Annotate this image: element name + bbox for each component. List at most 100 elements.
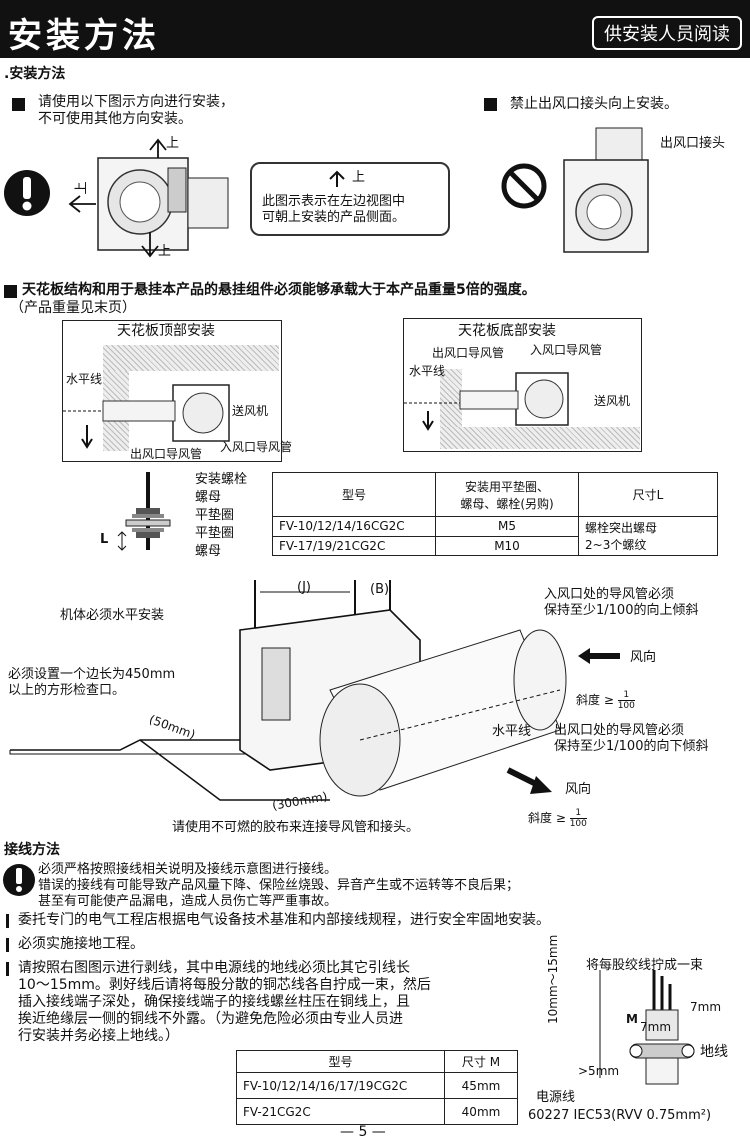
spec-row1-model: FV-10/12/14/16CG2C (272, 516, 436, 537)
wall (440, 369, 462, 427)
slope-fraction: 1 100 (569, 808, 587, 829)
wiring-item3-line: 请按照右图图示进行剥线，其中电源线的地线必须比其它引线长 (18, 960, 410, 976)
dim-7mm-right: 7mm (690, 1000, 722, 1014)
wiring-warning: 必须严格按照接线相关说明及接线示意图进行接线。 错误的接线有可能导致产品风量下降… (38, 862, 519, 910)
ground-label: 地线 (700, 1044, 728, 1060)
dim-m: M (626, 1012, 638, 1026)
twist-note: 将每股绞线拧成一束 (586, 958, 704, 973)
ceiling-top-outlet-duct: 出风口导风管 (130, 447, 203, 461)
side-note-line2: 可朝上安装的产品侧面。 (262, 210, 406, 225)
slope-label: 斜度 ≥ (576, 693, 614, 707)
bolt-label-nut-top: 螺母 (195, 490, 222, 505)
ceiling-bottom-fan: 送风机 (594, 394, 631, 408)
item-marker (6, 914, 9, 928)
slope-denominator: 100 (617, 701, 635, 711)
orientation-diagram (68, 138, 229, 258)
power-label: 电源线 (536, 1090, 576, 1105)
orientation-note: 请使用以下图示方向进行安装， 不可使用其他方向安装。 (38, 94, 234, 128)
spec-row1-hardware: M5 (435, 516, 579, 537)
dim-gt5mm: >5mm (578, 1064, 620, 1078)
slope-denominator: 100 (569, 819, 587, 829)
item-marker (6, 938, 9, 952)
up-label-top: 上 (166, 136, 180, 151)
slope-label: 斜度 ≥ (528, 811, 566, 825)
ceiling-top-inlet-duct: 入风口导风管 (220, 440, 293, 454)
wire-header-size: 尺寸 M (444, 1050, 518, 1073)
slope-outlet: 斜度 ≥ 1 100 (528, 808, 587, 829)
page-title: 安装方法 (8, 16, 160, 56)
bolt-diagram (117, 472, 171, 551)
prohibited-orientation-diagram (501, 127, 649, 253)
outlet-joint-label: 出风口接头 (660, 136, 726, 151)
bullet-icon (12, 98, 25, 111)
wire-size-table: 型号 尺寸 M FV-10/12/14/16/17/19CG2C 45mm FV… (236, 1050, 518, 1125)
outlet-slope-note-line2: 保持至少1/100的向下倾斜 (554, 739, 709, 754)
up-label-bottom: 上 (158, 244, 172, 259)
page-header: 安装方法 供安装人员阅读 (0, 0, 750, 58)
dim-b: (B) (370, 582, 390, 597)
warning-exclamation-icon (3, 864, 35, 896)
wiring-warning-line1: 必须严格按照接线相关说明及接线示意图进行接线。 (38, 862, 338, 877)
spec-row2-hardware: M10 (435, 535, 579, 556)
wiring-warning-line2: 错误的接线有可能导致产品风量下降、保险丝烧毁、异音产生或不运转等不良后果； (38, 878, 520, 893)
ceiling-top-fan: 送风机 (232, 404, 269, 418)
wiring-warning-line3: 甚至有可能使产品漏电，造成人员伤亡等严重事故。 (38, 894, 338, 909)
install-heading: .安装方法 (4, 66, 66, 82)
dim-j: (J) (297, 580, 311, 595)
ceiling-bottom-drawing (404, 372, 569, 431)
level-note: 机体必须水平安装 (60, 608, 165, 623)
wiring-item3-line: 挨近绝缘层一侧的铜线不外露。（为避免危险必须由专业人员进 (18, 1011, 403, 1027)
inspect-note-line2: 以上的方形检查口。 (8, 683, 126, 698)
wiring-item3: 请按照右图图示进行剥线，其中电源线的地线必须比其它引线长 10～15mm。剥好线… (18, 960, 538, 1045)
tape-note: 请使用不可燃的胶布来连接导风管和接头。 (172, 820, 420, 835)
bolt-label-washer-bottom: 平垫圈 (195, 526, 235, 541)
spec-header-hardware: 安装用平垫圈、 螺母、螺栓(另购) (435, 472, 579, 517)
wind-direction-outlet: 风向 (565, 782, 592, 797)
ceiling-bottom-title: 天花板底部安装 (458, 323, 556, 339)
ceiling-bottom-panel: 天花板底部安装 (403, 318, 642, 452)
up-label-left: 上 (74, 181, 90, 195)
slope-fraction: 1 100 (617, 690, 635, 711)
slope-numerator: 1 (569, 808, 587, 819)
wiring-item3-line: 插入接线端子深处，确保接线端子的接线螺丝柱压在铜线上，且 (18, 994, 410, 1010)
dim-7mm-left: 7mm (640, 1020, 672, 1034)
inspect-note-line1: 必须设置一个边长为450mm (8, 667, 176, 682)
wiring-heading: 接线方法 (4, 842, 60, 858)
spec-size-note-line1: 螺栓突出螺母 (585, 521, 658, 535)
wire-row2-model: FV-21CG2C (236, 1098, 445, 1125)
inlet-slope-note-line1: 入风口处的导风管必须 (544, 587, 675, 602)
wire-row2-size: 40mm (444, 1098, 518, 1125)
item-marker (6, 962, 9, 976)
bolt-spec-table: 型号 安装用平垫圈、 螺母、螺栓(另购) 尺寸L FV-10/12/14/16C… (272, 472, 718, 556)
side-note-up: 上 (352, 170, 366, 185)
wiring-item3-line: 10～15mm。剥好线后请将每股分散的铜芯线各自拧成一束，然后 (18, 977, 431, 993)
side-note-box: 上 此图示表示在左边视图中 可朝上安装的产品侧面。 (250, 162, 450, 236)
slope-numerator: 1 (617, 690, 635, 701)
weight-ref-note: （产品重量见末页） (10, 300, 136, 316)
side-note-line1: 此图示表示在左边视图中 (262, 194, 406, 209)
bullet-icon (484, 98, 497, 111)
ceiling-bottom-outlet-duct: 出风口导风管 (432, 346, 505, 360)
ceiling-top-horizontal: 水平线 (66, 372, 103, 386)
wire-row1-model: FV-10/12/14/16/17/19CG2C (236, 1072, 445, 1099)
ceiling-slab (103, 345, 279, 371)
spec-row2-model: FV-17/19/21CG2C (272, 535, 436, 556)
cable-spec: 60227 IEC53(RVV 0.75mm²) (528, 1108, 712, 1123)
bullet-icon (4, 285, 17, 298)
ceiling-slab (440, 427, 640, 449)
wind-direction-inlet: 风向 (630, 650, 657, 665)
wiring-item1: 委托专门的电气工程店根据电气设备技术基准和内部接线规程，进行安全牢固地安装。 (18, 912, 550, 928)
ceiling-bottom-inlet-duct: 入风口导风管 (530, 343, 603, 357)
spec-size-note-line2: 2~3个螺纹 (585, 538, 647, 552)
spec-header-size: 尺寸L (578, 472, 718, 517)
page-number: — 5 — (340, 1124, 386, 1140)
forbid-up-note: 禁止出风口接头向上安装。 (510, 96, 678, 112)
wire-strip-diagram (599, 970, 695, 1085)
wiring-item3-line: 行安装并务必接上地线。） (18, 1028, 179, 1044)
horizontal-line-label: 水平线 (492, 724, 532, 739)
wiring-item2: 必须实施接地工程。 (18, 936, 144, 952)
bolt-label-bolt: 安装螺栓 (195, 472, 248, 487)
bolt-dim-l: L (100, 532, 109, 547)
ceiling-strength-note: 天花板结构和用于悬挂本产品的悬挂组件必须能够承载大于本产品重量5倍的强度。 (22, 282, 536, 298)
dim-10-15mm: 10mm～15mm (546, 934, 560, 1024)
